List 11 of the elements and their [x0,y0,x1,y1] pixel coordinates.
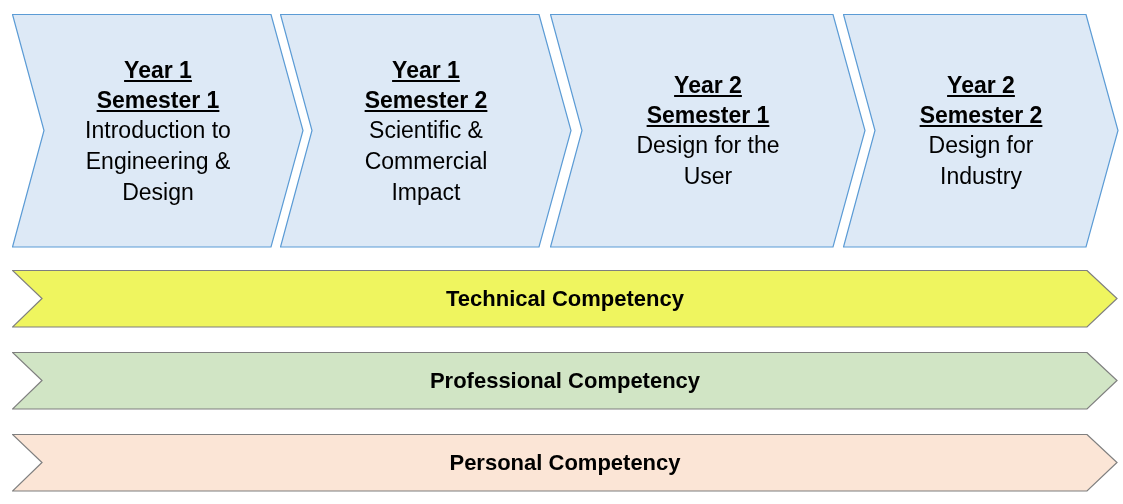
step-heading: Year 1 Semester 1 [95,55,221,115]
step-heading: Year 2 Semester 1 [645,71,771,130]
step-heading: Year 2 Semester 2 [918,71,1044,130]
band-label: Technical Competency [446,286,684,312]
step-text: Introduction to Engineering & Design [84,115,232,207]
band-label: Personal Competency [449,450,681,476]
step-text: Scientific & Commercial Impact [363,115,489,207]
band-label: Professional Competency [429,368,701,394]
step-text: Design for Industry [927,131,1035,191]
step-text: Design for the User [635,131,781,191]
step-heading: Year 1 Semester 2 [363,55,489,115]
